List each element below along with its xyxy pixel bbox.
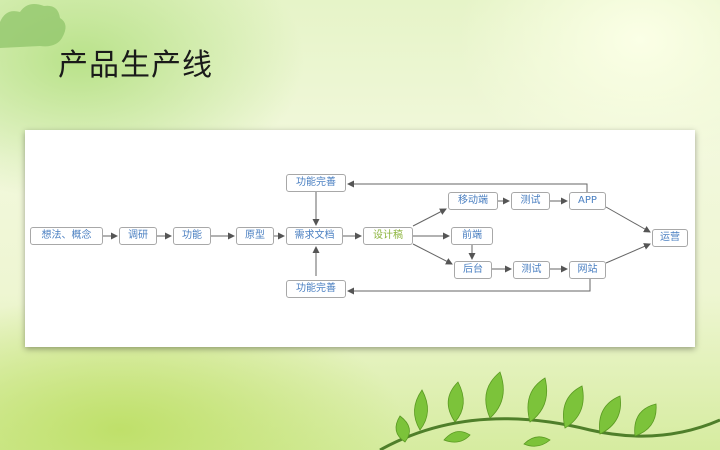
node-improve-top: 功能完善 <box>286 174 346 192</box>
flow-connectors <box>103 180 651 295</box>
node-operation: 运营 <box>652 229 688 247</box>
leaf-icon <box>379 371 720 450</box>
edge-website-operation <box>605 243 651 264</box>
edge-app-improve-top <box>347 180 588 192</box>
node-requirements: 需求文档 <box>286 227 343 245</box>
edge-design-backend <box>412 243 453 265</box>
node-website: 网站 <box>569 261 606 279</box>
node-app: APP <box>569 192 606 210</box>
cloud-icon <box>0 4 66 48</box>
edge-design-mobile <box>412 208 447 227</box>
node-backend: 后台 <box>454 261 492 279</box>
node-prototype: 原型 <box>236 227 274 245</box>
node-mobile: 移动端 <box>448 192 498 210</box>
flow-diagram-panel: 想法、概念 调研 功能 原型 需求文档 设计稿 功能完善 功能完善 移动端 前端… <box>25 130 695 347</box>
node-improve-bottom: 功能完善 <box>286 280 346 298</box>
edge-website-improve-bottom <box>347 278 591 295</box>
node-research: 调研 <box>119 227 157 245</box>
node-idea: 想法、概念 <box>30 227 103 245</box>
node-design: 设计稿 <box>363 227 413 245</box>
node-test-top: 测试 <box>511 192 550 210</box>
edge-app-operation <box>605 206 651 233</box>
node-frontend: 前端 <box>451 227 493 245</box>
slide-title: 产品生产线 <box>58 48 213 83</box>
node-test-bottom: 测试 <box>513 261 550 279</box>
node-feature: 功能 <box>173 227 211 245</box>
